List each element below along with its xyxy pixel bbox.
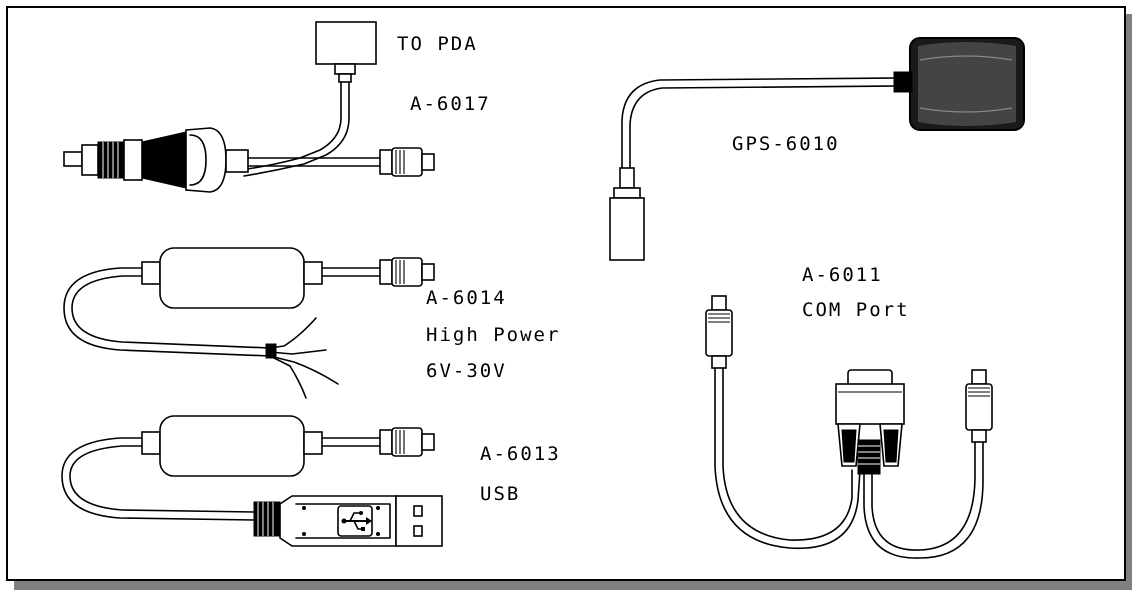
a6017-car-adapter xyxy=(63,21,435,193)
gps6010-receiver xyxy=(609,37,1025,261)
a6011-com-cable xyxy=(705,295,993,559)
label-to-pda: TO PDA xyxy=(397,33,478,55)
label-a6011-line2: COM Port xyxy=(802,299,910,321)
label-a6011: A-6011 xyxy=(802,264,883,286)
label-a6013: A-6013 xyxy=(480,443,561,465)
label-gps6010: GPS-6010 xyxy=(732,133,840,155)
label-a6014-line2: High Power xyxy=(426,324,560,346)
usb-trident-icon xyxy=(337,505,373,537)
label-a6013-line2: USB xyxy=(480,483,520,505)
label-a6014: A-6014 xyxy=(426,287,507,309)
label-a6014-line3: 6V-30V xyxy=(426,360,507,382)
a6014-power-cable xyxy=(63,247,435,399)
label-a6017: A-6017 xyxy=(410,93,491,115)
